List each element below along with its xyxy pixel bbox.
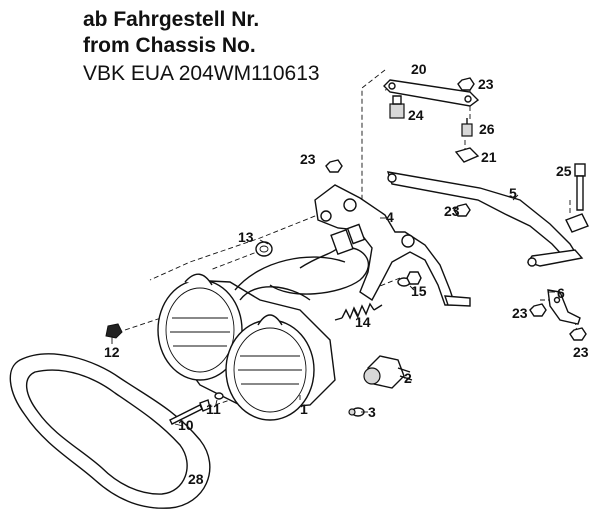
callout-5: 5 (509, 185, 517, 201)
bolt-part-10 (169, 399, 211, 425)
wiring-harness (269, 223, 370, 295)
callout-28: 28 (188, 471, 204, 487)
callout-26: 26 (479, 121, 495, 137)
main-strut-part-5 (386, 171, 584, 267)
callout-23-lower-left: 23 (512, 305, 528, 321)
callout-14: 14 (355, 314, 371, 330)
plate-part-21 (454, 147, 480, 163)
callout-3: 3 (368, 404, 376, 420)
callout-23-lower-right: 23 (573, 344, 589, 360)
callout-12: 12 (104, 344, 120, 360)
nut-23-lower-left (529, 303, 547, 317)
callout-20: 20 (411, 61, 427, 77)
callout-23-top: 23 (478, 76, 494, 92)
callout-15: 15 (411, 283, 427, 299)
nut-23-left (325, 159, 343, 173)
callout-13: 13 (238, 229, 254, 245)
twin-headlight-part-1 (157, 256, 346, 421)
callout-23-left: 23 (300, 151, 316, 167)
callout-2: 2 (404, 370, 412, 386)
leader-lines (111, 194, 555, 427)
clamp-bracket-part-6 (547, 289, 581, 325)
nut-23-mid (453, 203, 471, 217)
nut-23-lower-right (569, 327, 587, 341)
nut-part-23-group (325, 77, 587, 341)
callout-25: 25 (556, 163, 572, 179)
header-line-german: ab Fahrgestell Nr. (83, 8, 260, 31)
spring-part-14 (334, 302, 383, 321)
screw-part-12 (105, 323, 123, 339)
callout-11: 11 (206, 401, 221, 417)
callout-24: 24 (408, 107, 424, 123)
callout-labels: 1 2 3 4 5 6 10 11 12 13 14 15 20 21 23 2… (104, 61, 589, 487)
stud-part-26 (461, 118, 473, 137)
bulb-part-2 (363, 355, 413, 389)
header-line-english: from Chassis No. (83, 34, 256, 57)
callout-1: 1 (300, 401, 308, 417)
long-bolt-part-25 (565, 163, 589, 233)
callout-4: 4 (386, 209, 394, 225)
callout-10: 10 (178, 417, 194, 433)
callout-6: 6 (557, 285, 565, 301)
chassis-number: VBK EUA 204WM110613 (83, 62, 320, 85)
headlight-surround-part-28 (9, 353, 211, 509)
upper-strut-part-20 (383, 79, 480, 107)
nut-23-top (457, 77, 475, 91)
grommet-part-13 (255, 241, 273, 257)
washer-part-11 (214, 392, 224, 400)
callout-21: 21 (481, 149, 497, 165)
nut-washer-part-15 (397, 271, 422, 287)
headlight-bracket-part-4 (314, 184, 471, 307)
rubber-buffer-part-24 (389, 95, 405, 119)
callout-23-mid: 23 (444, 203, 460, 219)
